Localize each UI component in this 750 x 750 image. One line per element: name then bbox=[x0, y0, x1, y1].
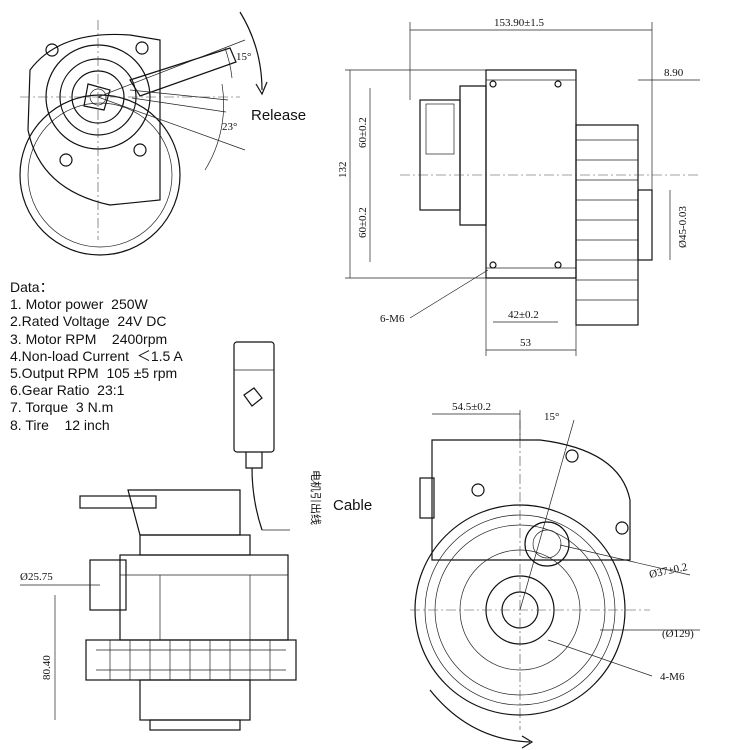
spec-list: Data： 1. Motor power 250W 2.Rated Voltag… bbox=[10, 279, 183, 434]
spec-item-non-load-current: 4.Non-load Current ＜1.5 A bbox=[10, 347, 183, 364]
dim-mount-holes-side: 6-M6 bbox=[380, 313, 405, 325]
spec-item-motor-power: 1. Motor power 250W bbox=[10, 296, 148, 313]
spec-header: Data： bbox=[10, 279, 54, 295]
dim-lever-angle-large: 23° bbox=[222, 121, 237, 133]
dim-shaft-diameter: Ø45-0.03 bbox=[677, 206, 689, 248]
dim-upper-half: 60±0.2 bbox=[357, 117, 369, 148]
dim-lever-angle-small: 15° bbox=[236, 51, 251, 63]
dim-side-height: 80.40 bbox=[41, 655, 53, 680]
dim-side-diameter: Ø25.75 bbox=[20, 571, 53, 583]
dim-height-total: 132 bbox=[337, 162, 349, 179]
spec-item-gear-ratio: 6.Gear Ratio 23:1 bbox=[10, 382, 125, 399]
spec-item-motor-rpm: 3. Motor RPM 2400rpm bbox=[10, 330, 168, 347]
spec-item-rated-voltage: 2.Rated Voltage 24V DC bbox=[10, 313, 167, 330]
dim-overall-length: 153.90±1.5 bbox=[494, 17, 545, 29]
front-view-wheel: 54.5±0.2 15° Ø37±0.2 (Ø129) 4-M6 bbox=[410, 401, 700, 749]
dim-mount-holes-front: 4-M6 bbox=[660, 671, 685, 683]
release-label: Release bbox=[251, 107, 306, 124]
end-view-release: 15° 23° Release bbox=[19, 11, 306, 256]
dim-pcd: (Ø129) bbox=[662, 628, 694, 640]
side-view-top-right: 153.90±1.5 8.90 132 60±0.2 60±0.2 Ø45-0.… bbox=[337, 17, 700, 356]
cable-label: Cable bbox=[333, 497, 372, 514]
spec-item-torque: 7. Torque 3 N.m bbox=[10, 399, 114, 416]
dim-shaft-offset: 8.90 bbox=[664, 67, 684, 79]
dim-flange-width: 53 bbox=[520, 337, 532, 349]
dim-lever-offset: 54.5±0.2 bbox=[452, 401, 491, 413]
cable-chinese-label: 电机引出线 bbox=[309, 470, 323, 525]
spec-item-output-rpm: 5.Output RPM 105 ±5 rpm bbox=[10, 365, 178, 382]
dim-lower-half: 60±0.2 bbox=[357, 207, 369, 238]
spec-item-tire: 8. Tire 12 inch bbox=[10, 416, 110, 433]
dim-lever-angle-front: 15° bbox=[544, 411, 559, 423]
dim-hole-spacing: 42±0.2 bbox=[508, 309, 539, 321]
side-view-cable: 电机引出线 Cable Ø25.75 80.40 bbox=[20, 341, 372, 731]
dim-boss-diameter: Ø37±0.2 bbox=[648, 561, 688, 581]
